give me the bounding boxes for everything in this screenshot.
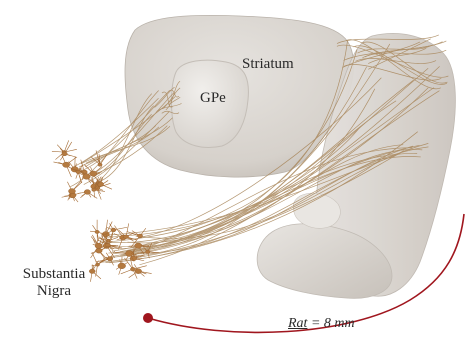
scale-label-prefix: Rat [288,316,307,331]
striatum-label: Striatum [242,56,294,73]
substantia-nigra-label-line1: Substantia [6,266,102,283]
neuron-cluster [52,140,159,281]
scale-label: Rat = 8 mm [288,316,355,332]
substantia-nigra-label-line2: Nigra [6,283,102,300]
substantia-nigra-label: Substantia Nigra [6,266,102,301]
scale-arc-endpoint [143,313,153,323]
neuron [52,140,77,159]
scale-label-value: = 8 mm [307,316,354,331]
neuron [53,155,76,177]
gpe-label: GPe [200,90,226,107]
